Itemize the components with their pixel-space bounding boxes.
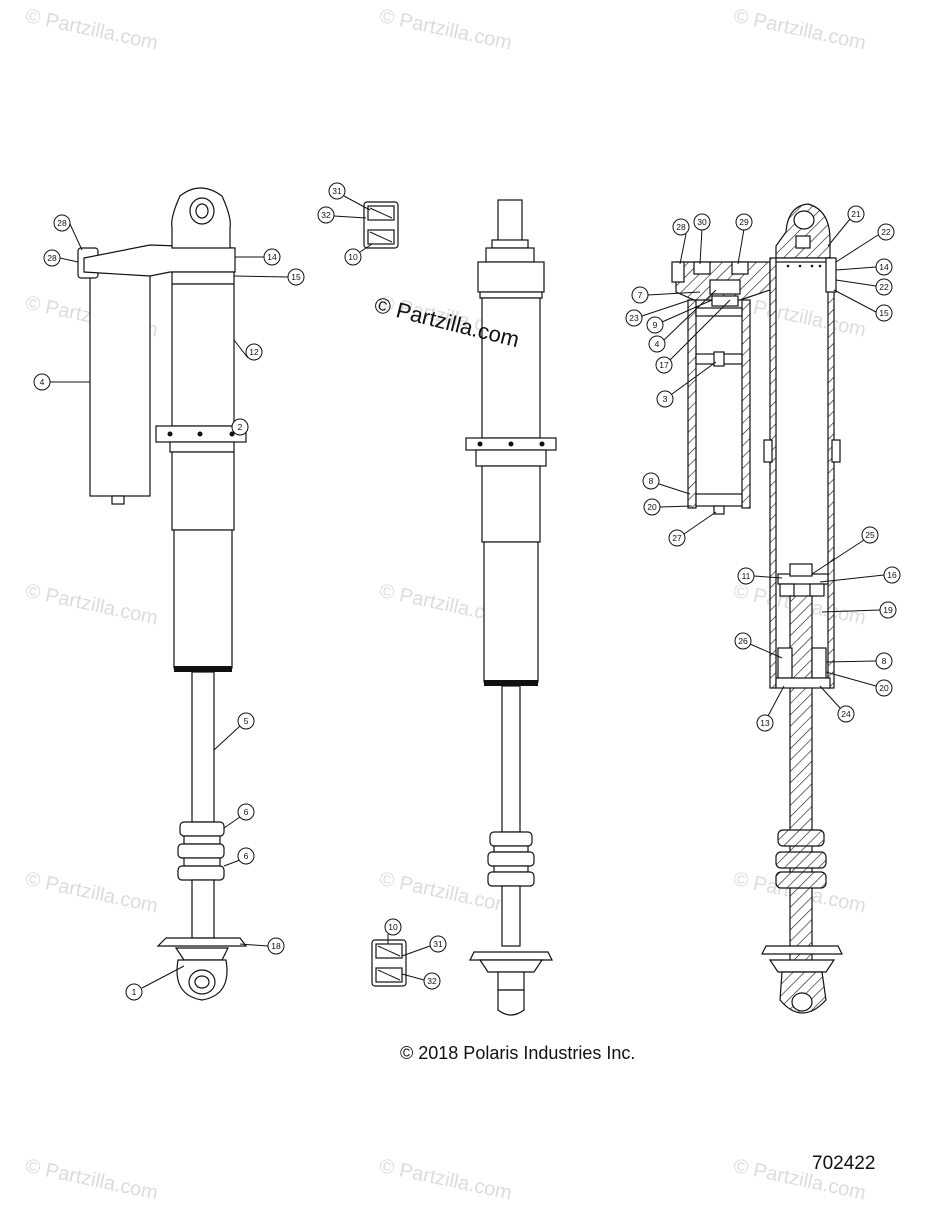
copyright-text: © 2018 Polaris Industries Inc.	[400, 1043, 636, 1063]
callout: 22	[835, 278, 893, 296]
svg-text:28: 28	[47, 253, 57, 263]
callout: 15	[233, 268, 305, 286]
svg-text:22: 22	[879, 282, 889, 292]
svg-text:4: 4	[40, 377, 45, 387]
svg-text:11: 11	[742, 571, 751, 581]
svg-text:20: 20	[879, 683, 889, 693]
callout: 11	[737, 567, 783, 585]
svg-text:14: 14	[267, 252, 277, 262]
svg-text:3: 3	[663, 394, 668, 404]
callout: 29	[735, 213, 753, 265]
callout: 19	[821, 601, 897, 619]
svg-text:30: 30	[697, 217, 707, 227]
callout: 23	[625, 299, 691, 327]
callout: 14	[835, 258, 893, 276]
spherical-bearing-top	[363, 201, 399, 249]
callout: 8	[825, 652, 893, 670]
svg-text:5: 5	[244, 716, 249, 726]
callouts: 28 28 14 15 12 4 2 5 6 6 18 1 31 32 10 1…	[33, 182, 901, 1001]
svg-text:31: 31	[433, 939, 443, 949]
callout: 30	[693, 213, 711, 265]
svg-text:10: 10	[348, 252, 358, 262]
callout: 21	[827, 205, 865, 247]
svg-text:8: 8	[649, 476, 654, 486]
callout: 9	[646, 299, 713, 334]
callout: 31	[328, 182, 371, 211]
svg-text:6: 6	[244, 851, 249, 861]
callout: 20	[643, 498, 693, 516]
svg-text:26: 26	[738, 636, 748, 646]
svg-text:22: 22	[881, 227, 891, 237]
callout: 10	[344, 243, 373, 266]
svg-text:4: 4	[655, 339, 660, 349]
svg-text:25: 25	[865, 530, 875, 540]
svg-text:1: 1	[132, 987, 137, 997]
callout: 12	[233, 339, 263, 361]
callout: 15	[833, 289, 893, 322]
svg-text:32: 32	[321, 210, 331, 220]
callout: 28	[43, 249, 79, 267]
callout: 20	[825, 671, 893, 697]
svg-text:15: 15	[879, 308, 889, 318]
svg-text:21: 21	[851, 209, 861, 219]
svg-text:32: 32	[427, 976, 437, 986]
svg-text:16: 16	[887, 570, 897, 580]
callout: 18	[239, 937, 285, 955]
svg-text:29: 29	[739, 217, 749, 227]
svg-text:8: 8	[882, 656, 887, 666]
svg-text:12: 12	[249, 347, 259, 357]
callout: 31	[401, 935, 447, 957]
callout: 28	[672, 218, 690, 265]
callout: 1	[125, 965, 185, 1001]
shock-side-view	[465, 199, 557, 1016]
svg-text:15: 15	[291, 272, 301, 282]
svg-text:28: 28	[57, 218, 67, 228]
callout: 22	[835, 223, 895, 263]
callout: 6	[223, 803, 255, 829]
callout: 27	[668, 511, 717, 547]
callout: 26	[734, 632, 783, 659]
callout: 24	[819, 685, 855, 723]
svg-text:28: 28	[676, 222, 686, 232]
svg-text:24: 24	[841, 709, 851, 719]
callout: 25	[811, 526, 879, 575]
svg-text:23: 23	[629, 313, 639, 323]
svg-text:7: 7	[638, 290, 643, 300]
callout: 16	[819, 566, 901, 584]
shock-external-view	[77, 187, 248, 1001]
callout: 2	[231, 418, 249, 436]
callout: 6	[223, 847, 255, 867]
svg-text:13: 13	[760, 718, 770, 728]
callout: 4	[648, 289, 717, 353]
callout: 10	[384, 918, 402, 944]
svg-text:6: 6	[244, 807, 249, 817]
svg-text:14: 14	[879, 262, 889, 272]
svg-text:17: 17	[659, 360, 669, 370]
svg-text:27: 27	[672, 533, 682, 543]
shock-cross-section	[671, 203, 843, 1014]
svg-text:10: 10	[388, 922, 398, 932]
callout: 14	[235, 248, 281, 266]
callout: 28	[53, 214, 83, 251]
callout: 32	[317, 206, 367, 224]
document-number: 702422	[812, 1153, 876, 1174]
svg-text:19: 19	[883, 605, 893, 615]
callout: 3	[656, 361, 717, 408]
callout: 17	[655, 299, 731, 374]
svg-text:20: 20	[647, 502, 657, 512]
callout: 8	[642, 472, 691, 495]
callout: 13	[756, 685, 785, 732]
svg-text:2: 2	[238, 422, 243, 432]
callout: 7	[631, 286, 701, 304]
callout: 4	[33, 373, 90, 391]
svg-text:18: 18	[271, 941, 281, 951]
svg-text:9: 9	[653, 320, 658, 330]
callout: 5	[213, 712, 255, 751]
svg-text:31: 31	[332, 186, 342, 196]
callout: 32	[401, 972, 441, 990]
spherical-bearing-bottom	[371, 939, 407, 987]
